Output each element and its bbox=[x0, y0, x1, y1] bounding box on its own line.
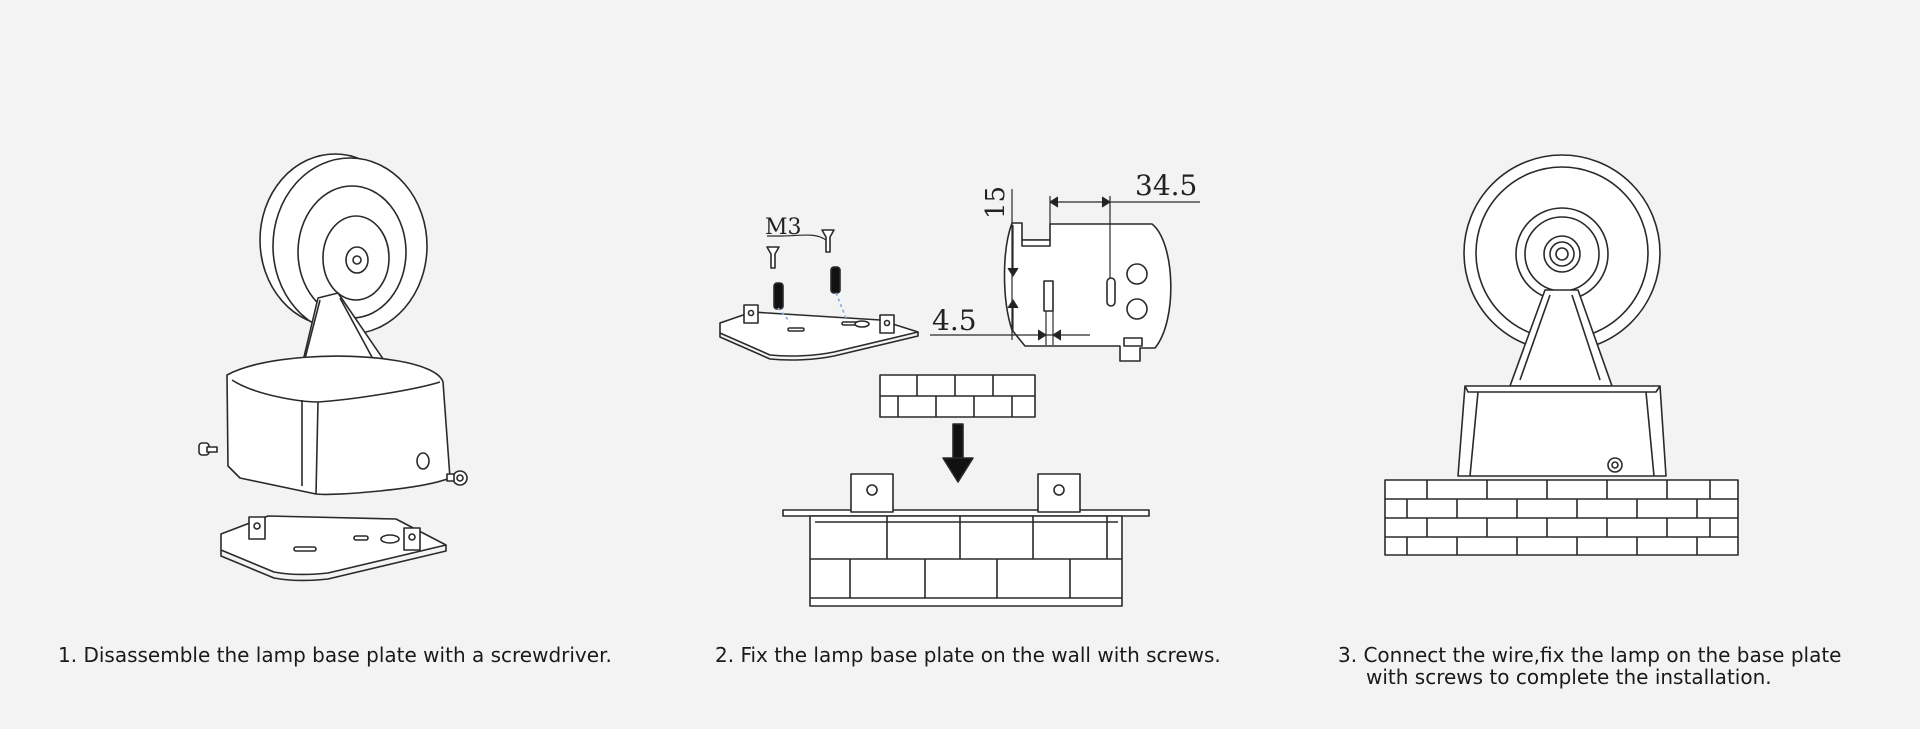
wall-step3 bbox=[1384, 479, 1739, 556]
down-arrow bbox=[942, 423, 974, 483]
step3-caption-line2: with screws to complete the installation… bbox=[1366, 665, 1772, 689]
dimension-lines bbox=[930, 189, 1200, 345]
base-plate-step1 bbox=[220, 515, 447, 582]
lamp-base-front bbox=[1457, 385, 1667, 477]
m3-screws bbox=[766, 229, 835, 269]
label-dim-15: 15 bbox=[981, 186, 1011, 219]
step3-caption-line1: 3. Connect the wire,fix the lamp on the … bbox=[1338, 643, 1842, 667]
brick-block-small bbox=[879, 374, 1036, 418]
step2-caption: 2. Fix the lamp base plate on the wall w… bbox=[715, 643, 1221, 667]
base-plate-step2 bbox=[719, 304, 919, 361]
step1-caption: 1. Disassemble the lamp base plate with … bbox=[58, 643, 612, 667]
label-m3: M3 bbox=[765, 215, 802, 240]
lamp-head bbox=[259, 153, 428, 335]
step1-illustration bbox=[198, 153, 468, 582]
wall-with-plate bbox=[782, 473, 1150, 607]
label-dim-4-5: 4.5 bbox=[932, 304, 977, 337]
step3-caption: 3. Connect the wire,fix the lamp on the … bbox=[1338, 644, 1842, 688]
step3-illustration bbox=[1384, 154, 1739, 556]
screw-anchors bbox=[773, 266, 841, 310]
side-screw-left bbox=[198, 442, 218, 456]
side-view-plate bbox=[1003, 222, 1172, 362]
side-screw-right bbox=[446, 470, 468, 486]
lamp-head-front bbox=[1463, 154, 1661, 352]
label-dim-34-5: 34.5 bbox=[1135, 169, 1197, 202]
step2-illustration bbox=[719, 189, 1200, 607]
lamp-base bbox=[226, 355, 451, 496]
